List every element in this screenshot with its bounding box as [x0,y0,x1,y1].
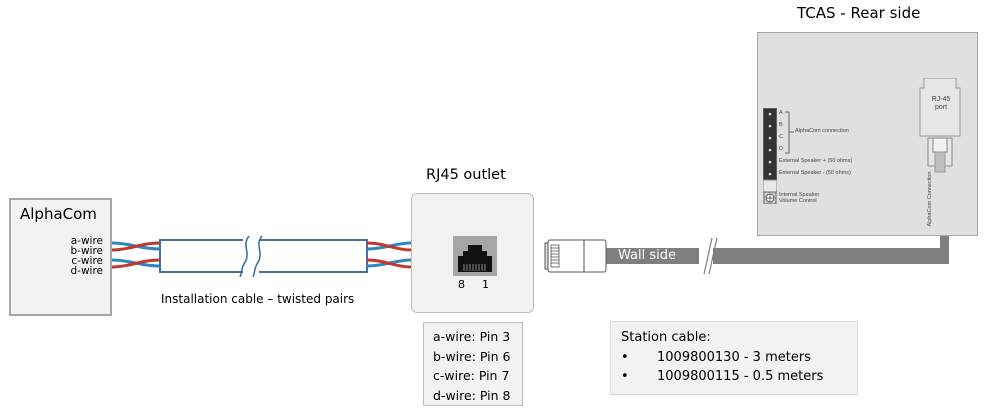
alphacom-title: AlphaCom [20,205,97,223]
alphacom-box [9,198,112,316]
alphacom-connection-label: AlphaCom connection [795,128,849,134]
rj45-port-label-2: port [934,104,948,111]
station-cable-title: Station cable: [621,330,711,345]
internal-speaker-label: Internal Speaker [779,192,820,198]
left-twisted-pairs [111,241,161,269]
wire-label-c: c-wire [71,255,103,267]
pin-mapping-d: d-wire: Pin 8 [433,387,511,403]
installation-cable-label: Installation cable – twisted pairs [161,292,355,306]
plug-contacts [550,244,560,268]
pin-mapping-box: a-wire: Pin 3 b-wire: Pin 6 c-wire: Pin … [423,322,523,406]
pin-mapping-c: c-wire: Pin 7 [433,368,510,383]
terminal-d-label: D [779,146,783,152]
ext-speaker-plus-label: External Speaker + (50 ohms) [779,158,853,164]
left-pair2-red [111,258,161,269]
alphacom-connection-cable-label: AlphaCom Connection [927,171,933,227]
pin-label-8: 8 [458,278,465,291]
station-cable-item-text: 1009800115 - 0.5 meters [657,369,824,384]
bullet-icon: • [621,349,629,365]
rj45-jack-icon [453,236,497,276]
terminal-block [763,108,777,204]
cable-break-line2 [708,237,718,275]
cable-break-right [252,235,263,278]
installation-cable [159,235,368,278]
station-cable-item-text: 1009800130 - 3 meters [657,349,811,365]
bullet-icon: • [621,369,629,384]
rj45-port-label-1: RJ-45 [931,96,951,103]
wall-side-label: Wall side [618,248,676,263]
right-pair1-red [366,241,412,252]
right-pair2-red [366,258,412,269]
terminal-a-label: A [779,110,783,116]
terminal-b-label: B [779,122,783,128]
wire-label-d: d-wire [70,265,103,277]
volume-control-label: Volume Control [779,198,817,204]
station-cable-item: • 1009800115 - 0.5 meters [621,367,857,387]
bracket-icon [785,111,794,154]
terminal-c-label: C [779,134,783,140]
tcas-rj45-port [919,78,961,173]
wire-label-b: b-wire [70,245,103,257]
tcas-title: TCAS - Rear side [797,4,921,22]
station-cable-box: Station cable: • 1009800130 - 3 meters •… [610,321,858,395]
cable-break-left [239,235,250,278]
left-pair1-red [111,241,161,252]
rj45-plug [544,239,607,273]
ext-speaker-minus-label: External Speaker - (50 ohms) [779,170,851,176]
pin-mapping-a: a-wire: Pin 3 [433,329,511,344]
right-twisted-pairs [366,241,412,269]
cable-break-line1 [703,237,713,275]
outlet-title: RJ45 outlet [426,167,506,183]
station-cable-item: • 1009800130 - 3 meters [621,348,857,368]
pin-mapping-b: b-wire: Pin 6 [433,348,511,364]
wire-label-a: a-wire [70,235,103,247]
pin-label-1: 1 [482,278,489,291]
